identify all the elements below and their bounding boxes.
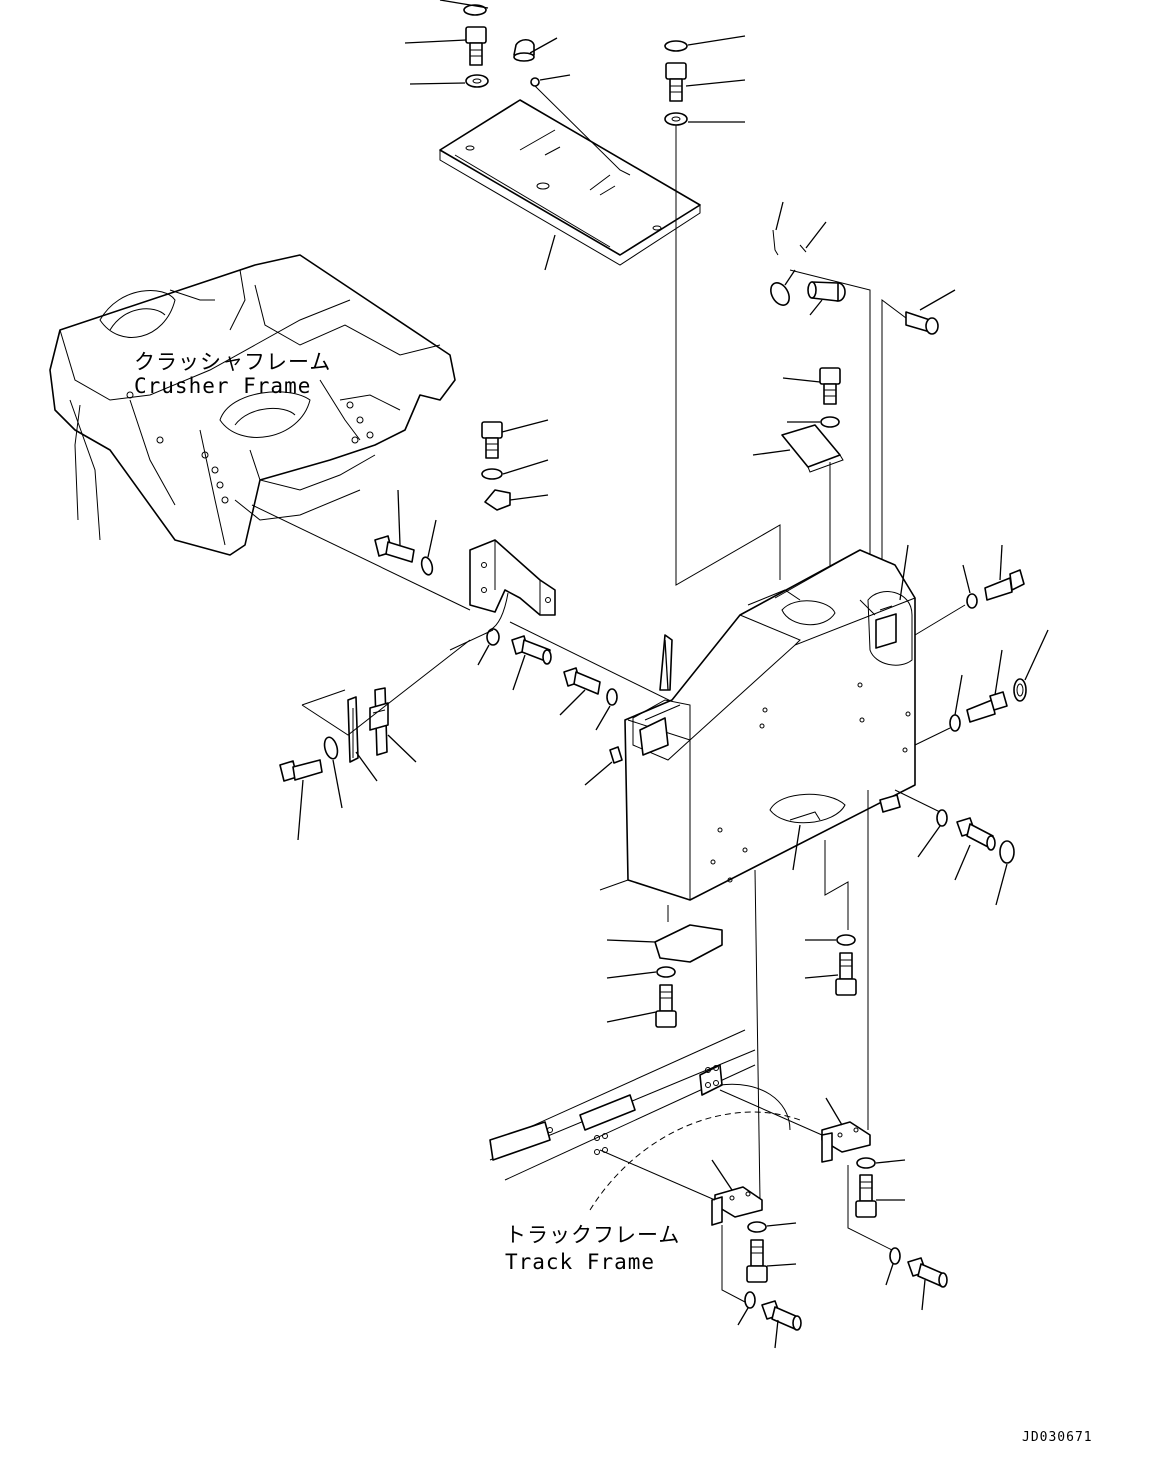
main-tank xyxy=(584,544,916,901)
lower-fasteners xyxy=(606,790,869,1201)
track-frame-label-en: Track Frame xyxy=(505,1250,655,1274)
hinge-plates xyxy=(279,639,471,841)
track-frame: トラックフレーム Track Frame xyxy=(489,1029,801,1274)
crusher-frame: クラッシャフレーム Crusher Frame xyxy=(49,254,456,556)
bolt-6 xyxy=(559,667,601,716)
crusher-frame-label-jp: クラッシャフレーム xyxy=(134,350,331,374)
bolt-9 xyxy=(966,649,1008,723)
track-brackets xyxy=(599,1089,948,1349)
bolt-4 xyxy=(374,489,415,563)
tank-holes xyxy=(710,682,911,883)
bolt-7 xyxy=(279,759,323,841)
top-fasteners xyxy=(404,0,781,586)
bolt-2 xyxy=(665,62,746,102)
leader-line xyxy=(544,234,556,271)
pin-1 xyxy=(807,281,846,316)
left-bracket-assembly xyxy=(251,419,741,736)
right-side-fasteners xyxy=(894,544,1049,906)
drawing-code: JD030671 xyxy=(1022,1430,1093,1445)
frame-bolt-holes xyxy=(126,391,374,504)
bolt-1 xyxy=(404,26,487,66)
upper-right-fasteners xyxy=(752,201,956,650)
track-frame-label-jp: トラックフレーム xyxy=(505,1223,680,1247)
bolt-3 xyxy=(905,289,956,335)
bolt-11 xyxy=(761,1300,802,1349)
bolt-5 xyxy=(511,635,552,691)
crusher-frame-label-en: Crusher Frame xyxy=(134,374,311,398)
bolt-10 xyxy=(954,817,996,881)
bolt-12 xyxy=(907,1257,948,1311)
top-cover-plate xyxy=(439,99,701,271)
bolt-8 xyxy=(984,544,1025,601)
